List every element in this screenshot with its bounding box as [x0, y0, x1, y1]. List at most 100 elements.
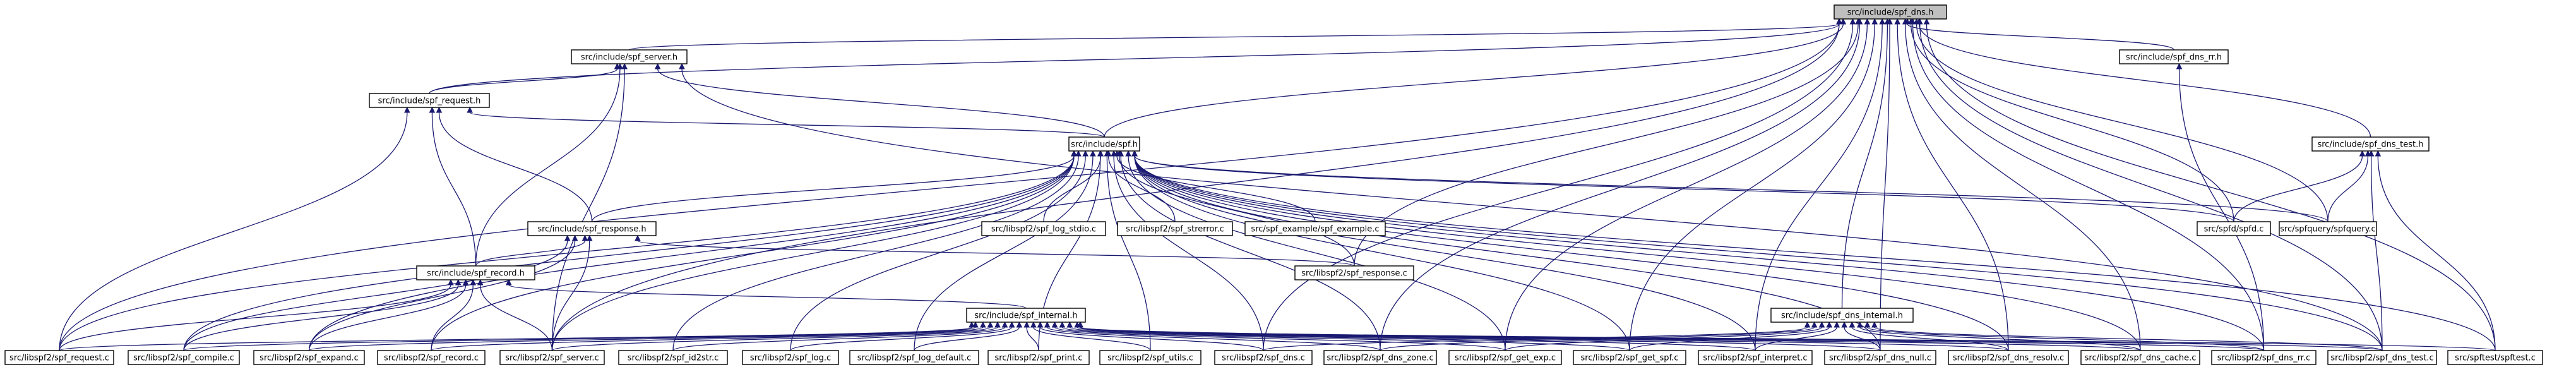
node-box — [2311, 136, 2430, 152]
edge-spf_interpret_c-to-spf_internal_h — [1069, 327, 1756, 351]
arrowhead-icon — [505, 279, 512, 286]
node-spfd-c[interactable]: src/spfd/spfd.c — [2197, 221, 2271, 236]
arrowhead-icon — [564, 234, 571, 241]
node-label: src/libspf2/spf_log.c — [750, 354, 831, 363]
node-spf-server-h[interactable]: src/include/spf_server.h — [571, 49, 688, 64]
node-spf-dns-null-c[interactable]: src/libspf2/spf_dns_null.c — [1824, 350, 1936, 365]
node-spf-dns-c[interactable]: src/libspf2/spf_dns.c — [1214, 350, 1313, 365]
node-spf-dns-test-h[interactable]: src/include/spf_dns_test.h — [2311, 136, 2430, 152]
arrowhead-icon — [1836, 18, 1842, 25]
node-spfquery-c[interactable]: src/spfquery/spfquery.c — [2279, 221, 2377, 236]
arrowhead-icon — [1118, 150, 1124, 157]
edge-spf_dns_cache_c-to-spf_h — [1134, 155, 2141, 351]
edge-spf_dns_rr_h-to-spf_dns_h — [1907, 23, 2174, 51]
node-spf-h[interactable]: src/include/spf.h — [1068, 136, 1140, 152]
arrowhead-icon — [972, 321, 979, 328]
edge-spf_dns_c-to-spf_dns_internal_h — [1263, 327, 1808, 351]
edge-spf_get_exp_c-to-spf_internal_h — [1054, 327, 1506, 351]
node-spf-log-stdio-c[interactable]: src/libspf2/spf_log_stdio.c — [981, 221, 1106, 236]
node-spf-example-c[interactable]: src/spf_example/spf_example.c — [1244, 221, 1386, 236]
node-spf-request-h[interactable]: src/include/spf_request.h — [369, 93, 490, 108]
edge-spftest_c-to-spf_dns_h — [1926, 23, 2496, 351]
edge-spf_expand_c-to-spf_response_h — [308, 240, 576, 351]
node-box — [128, 350, 240, 365]
edge-spf_server_c-to-spf_h — [551, 155, 1075, 351]
node-spf-interpret-c[interactable]: src/libspf2/spf_interpret.c — [1698, 350, 1813, 365]
node-box — [1244, 221, 1386, 236]
node-spf-dns-cache-c[interactable]: src/libspf2/spf_dns_cache.c — [2080, 350, 2200, 365]
node-spf-utils-c[interactable]: src/libspf2/spf_utils.c — [1099, 350, 1202, 365]
node-label: src/libspf2/spf_record.c — [384, 354, 479, 363]
node-box — [2279, 221, 2377, 236]
node-spf-log-c[interactable]: src/libspf2/spf_log.c — [742, 350, 839, 365]
arrowhead-icon — [2359, 150, 2366, 157]
node-label: src/spfd/spfd.c — [2204, 225, 2264, 234]
node-box — [377, 350, 486, 365]
node-spf-response-h[interactable]: src/include/spf_response.h — [527, 221, 657, 236]
node-label: src/libspf2/spf_get_exp.c — [1455, 354, 1556, 363]
node-label: src/libspf2/spf_compile.c — [133, 354, 234, 363]
node-label: src/libspf2/spf_id2str.c — [628, 354, 719, 363]
edge-spf_record_c-to-spf_h — [431, 155, 1075, 351]
node-spf-dns-rr-c[interactable]: src/libspf2/spf_dns_rr.c — [2211, 350, 2317, 365]
node-box — [1573, 350, 1686, 365]
node-spf-server-c[interactable]: src/libspf2/spf_server.c — [499, 350, 605, 365]
edge-spf_dns_zone_c-to-spf_dns_internal_h — [1380, 327, 1815, 351]
arrowhead-icon — [969, 321, 975, 328]
node-box — [527, 221, 657, 236]
node-spf-log-default-c[interactable]: src/libspf2/spf_log_default.c — [849, 350, 979, 365]
edge-spf_dns_c-to-spf_internal_h — [1039, 327, 1264, 351]
edge-spf_dns_null_c-to-spf_dns_h — [1880, 23, 1890, 351]
arrowhead-icon — [994, 321, 1001, 328]
edge-spf_dns_zone_c-to-spf_internal_h — [1047, 327, 1381, 351]
node-spf-compile-c[interactable]: src/libspf2/spf_compile.c — [128, 350, 240, 365]
arrowhead-icon — [1030, 321, 1037, 328]
edge-spf_dns_null_c-to-spf_dns_internal_h — [1844, 327, 1881, 351]
node-box — [416, 265, 535, 280]
node-box — [253, 350, 365, 365]
node-spf-record-c[interactable]: src/libspf2/spf_record.c — [377, 350, 486, 365]
node-label: src/include/spf_response.h — [537, 225, 646, 234]
arrowhead-icon — [2176, 63, 2183, 69]
node-box — [571, 49, 688, 64]
arrowhead-icon — [1811, 321, 1818, 328]
edge-spf_utils_c-to-spf_internal_h — [1033, 327, 1151, 351]
node-spf-dns-test-c[interactable]: src/libspf2/spf_dns_test.c — [2327, 350, 2437, 365]
node-spftest-c[interactable]: src/spftest/spftest.c — [2447, 350, 2543, 365]
node-spf-print-c[interactable]: src/libspf2/spf_print.c — [987, 350, 1090, 365]
arrowhead-icon — [1902, 18, 1909, 25]
edge-spf_dns_rr_c-to-spf_h — [1134, 155, 2265, 351]
node-spf-id2str-c[interactable]: src/libspf2/spf_id2str.c — [618, 350, 728, 365]
node-label: src/libspf2/spf_dns_rr.c — [2217, 354, 2311, 363]
node-label: src/libspf2/spf_request.c — [9, 354, 109, 363]
node-spf-dns-resolv-c[interactable]: src/libspf2/spf_dns_resolv.c — [1948, 350, 2069, 365]
node-label: src/libspf2/spf_get_spf.c — [1581, 354, 1679, 363]
edge-spf_dns_rr_c-to-spf_dns_internal_h — [1866, 327, 2265, 351]
node-label: src/include/spf_request.h — [378, 97, 481, 106]
arrowhead-icon — [1841, 321, 1847, 328]
node-spf-dns-rr-h[interactable]: src/include/spf_dns_rr.h — [2119, 49, 2229, 64]
node-spf-strerror-c[interactable]: src/libspf2/spf_strerror.c — [1117, 221, 1233, 236]
node-label: src/include/spf_record.h — [427, 269, 525, 279]
node-box — [2119, 49, 2229, 64]
node-spf-dns-internal-h[interactable]: src/include/spf_dns_internal.h — [1770, 308, 1914, 323]
node-spf-response-c[interactable]: src/libspf2/spf_response.c — [1294, 265, 1414, 280]
arrowhead-icon — [1071, 150, 1077, 157]
node-spf-expand-c[interactable]: src/libspf2/spf_expand.c — [253, 350, 365, 365]
node-spf-dns-zone-c[interactable]: src/libspf2/spf_dns_zone.c — [1323, 350, 1437, 365]
node-spf-get-spf-c[interactable]: src/libspf2/spf_get_spf.c — [1573, 350, 1686, 365]
edge-spf_server_c-to-spf_response_h — [551, 240, 590, 351]
arrowhead-icon — [621, 63, 628, 69]
node-spf-dns-h[interactable]: src/include/spf_dns.h — [1834, 4, 1947, 20]
arrowhead-icon — [1834, 321, 1840, 328]
node-spf-request-c[interactable]: src/libspf2/spf_request.c — [4, 350, 114, 365]
node-spf-get-exp-c[interactable]: src/libspf2/spf_get_exp.c — [1448, 350, 1562, 365]
edge-spf_dns_null_c-to-spf_internal_h — [1076, 327, 1881, 351]
node-spf-internal-h[interactable]: src/include/spf_internal.h — [966, 308, 1086, 323]
edge-spf_compile_c-to-spf_response_h — [183, 240, 568, 351]
node-spf-record-h[interactable]: src/include/spf_record.h — [416, 265, 535, 280]
node-box — [618, 350, 728, 365]
edge-spf_dns_c-to-spf_h — [1113, 155, 1264, 351]
edge-spfd_c-to-spf_dns_h — [1910, 23, 2234, 222]
